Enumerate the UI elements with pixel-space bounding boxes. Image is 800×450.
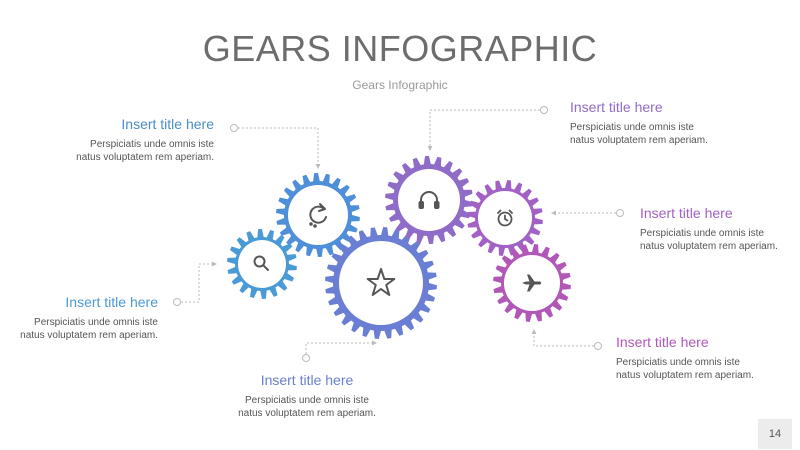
headphones-icon [418,191,440,209]
connector-mid-left [181,261,217,303]
search-gear [227,229,297,299]
block-title: Insert title here [570,99,663,115]
connector-top-left [238,127,321,169]
block-body: Perspiciatis unde omnis iste natus volup… [76,139,214,163]
connector-dots [173,106,624,362]
airplane-gear [493,244,571,322]
block-body: Perspiciatis unde omnis iste natus volup… [616,357,754,381]
refresh-icon [309,203,327,228]
text-block-mid-left: Insert title here Perspiciatis unde omni… [18,294,158,342]
slide-title: GEARS INFOGRAPHIC [202,28,598,69]
search-icon [253,255,269,271]
block-body: Perspiciatis unde omnis iste natus volup… [640,228,778,252]
connector-bottom-right [531,329,594,347]
page-number: 14 [758,419,792,449]
block-title: Insert title here [260,372,354,388]
connector-bottom-center [305,340,377,354]
text-block-bottom-center: Insert title here Perspiciatis unde omni… [237,372,377,420]
block-title: Insert title here [640,205,733,221]
alarm-clock-gear [467,180,543,256]
connectors [181,109,616,354]
block-title: Insert title here [121,116,214,132]
slide-subtitle: Gears Infographic [352,78,448,92]
star-gear [325,227,437,339]
headphones-gear [385,156,473,244]
text-block-top-right: Insert title here Perspiciatis unde omni… [570,99,710,147]
text-block-top-left: Insert title here Perspiciatis unde omni… [74,116,214,164]
block-body: Perspiciatis unde omnis iste natus volup… [20,317,158,341]
block-title: Insert title here [65,294,158,310]
text-block-mid-right: Insert title here Perspiciatis unde omni… [640,205,780,253]
refresh-gear [276,173,360,257]
star-icon [366,268,396,296]
airplane-icon [522,274,542,292]
text-block-bottom-right: Insert title here Perspiciatis unde omni… [616,334,756,382]
connector-top-right [427,109,540,151]
block-title: Insert title here [616,334,709,350]
block-body: Perspiciatis unde omnis iste natus volup… [238,395,376,419]
alarm-clock-icon [497,209,513,227]
block-body: Perspiciatis unde omnis iste natus volup… [570,122,708,146]
